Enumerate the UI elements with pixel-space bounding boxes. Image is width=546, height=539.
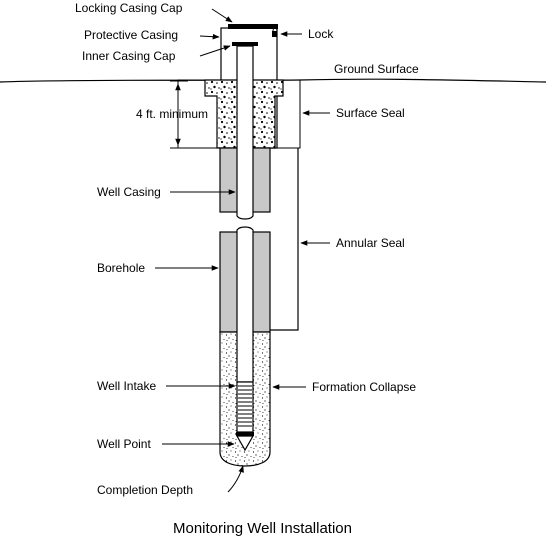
arrow-locking-cap (211, 8, 233, 23)
label-well-point: Well Point (97, 437, 151, 451)
label-surface-seal: Surface Seal (336, 106, 405, 120)
arrow-completion-depth (227, 465, 244, 493)
inner-casing-cap (232, 42, 258, 46)
well-intake-slots (238, 385, 252, 427)
arrow-protective-casing (199, 33, 220, 40)
label-lock: Lock (308, 27, 334, 41)
label-well-casing: Well Casing (97, 185, 161, 199)
diagram-title: Monitoring Well Installation (173, 520, 352, 537)
label-borehole: Borehole (97, 261, 145, 275)
well-casing-lower (236, 226, 254, 383)
label-annular-seal: Annular Seal (336, 236, 405, 250)
lock-icon (272, 27, 278, 37)
label-protective-casing: Protective Casing (84, 28, 178, 42)
label-locking-casing-cap: Locking Casing Cap (75, 1, 183, 15)
annular-seal-outline (268, 148, 299, 331)
label-four-ft-minimum: 4 ft. minimum (136, 107, 208, 121)
well-point (235, 435, 255, 452)
label-well-intake: Well Intake (97, 379, 156, 393)
label-completion-depth: Completion Depth (97, 483, 193, 497)
label-formation-collapse: Formation Collapse (312, 380, 416, 394)
well-point-collar (236, 432, 254, 436)
locking-casing-cap (228, 24, 278, 29)
label-ground-surface: Ground Surface (334, 62, 419, 76)
arrow-inner-cap (199, 45, 231, 57)
label-inner-casing-cap: Inner Casing Cap (82, 49, 176, 63)
well-casing-upper (236, 45, 254, 220)
